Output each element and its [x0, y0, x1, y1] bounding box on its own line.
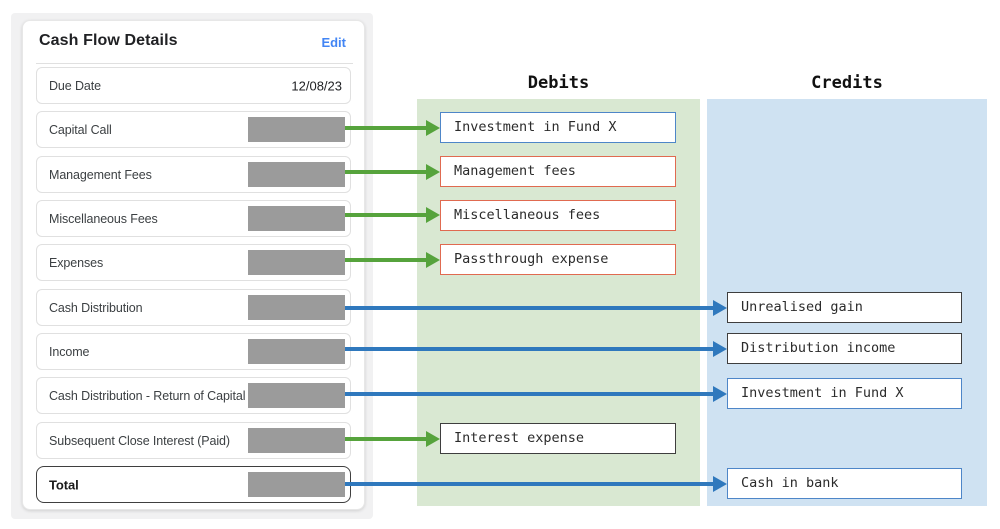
row-due-date: Due Date 12/08/23 — [36, 67, 351, 104]
header-divider — [36, 63, 353, 64]
row-miscellaneous-fees: Miscellaneous Fees — [36, 200, 351, 237]
credit-box-unrealised-gain: Unrealised gain — [727, 292, 962, 323]
redacted-value-block — [248, 383, 345, 408]
page-title: Cash Flow Details — [39, 32, 178, 49]
row-label: Total — [49, 477, 79, 492]
row-label: Cash Distribution — [49, 300, 143, 315]
redacted-value-block — [248, 472, 345, 497]
redacted-value-block — [248, 250, 345, 275]
arrow-income-to-distribution-income — [345, 341, 727, 357]
arrow-cash-distribution-to-unrealised-gain — [345, 300, 727, 316]
debit-box-management-fees: Management fees — [440, 156, 676, 187]
debit-box-investment-in-fund-x: Investment in Fund X — [440, 112, 676, 143]
redacted-value-block — [248, 339, 345, 364]
arrow-total-to-cash-in-bank — [345, 476, 727, 492]
redacted-value-block — [248, 295, 345, 320]
arrow-management-fees-to-management-fees — [345, 164, 440, 180]
credits-column-header: Credits — [811, 73, 883, 93]
arrow-expenses-to-passthrough-expense — [345, 252, 440, 268]
row-label: Due Date — [49, 78, 102, 93]
row-value: 12/08/23 — [291, 78, 342, 93]
row-management-fees: Management Fees — [36, 156, 351, 193]
row-expenses: Expenses — [36, 244, 351, 281]
row-cash-distribution: Cash Distribution — [36, 289, 351, 326]
row-label: Capital Call — [49, 122, 112, 137]
row-label: Income — [49, 344, 90, 359]
row-label: Management Fees — [49, 167, 152, 182]
debit-box-miscellaneous-fees: Miscellaneous fees — [440, 200, 676, 231]
cash-flow-details-card: Cash Flow Details Edit Due Date 12/08/23… — [22, 20, 365, 510]
credit-box-distribution-income: Distribution income — [727, 333, 962, 364]
row-label: Cash Distribution - Return of Capital — [49, 388, 246, 403]
row-income: Income — [36, 333, 351, 370]
row-capital-call: Capital Call — [36, 111, 351, 148]
arrow-subsequent-close-interest-to-interest-expense — [345, 431, 440, 447]
debits-column-header: Debits — [527, 73, 590, 93]
redacted-value-block — [248, 206, 345, 231]
credit-box-investment-in-fund-x: Investment in Fund X — [727, 378, 962, 409]
row-total: Total — [36, 466, 351, 503]
row-subsequent-close-interest-paid: Subsequent Close Interest (Paid) — [36, 422, 351, 459]
row-label: Expenses — [49, 255, 104, 270]
debit-box-passthrough-expense: Passthrough expense — [440, 244, 676, 275]
credit-box-cash-in-bank: Cash in bank — [727, 468, 962, 499]
arrow-return-of-capital-to-investment-in-fund-x — [345, 386, 727, 402]
arrow-miscellaneous-fees-to-miscellaneous-fees — [345, 207, 440, 223]
redacted-value-block — [248, 428, 345, 453]
edit-button[interactable]: Edit — [321, 35, 346, 50]
redacted-value-block — [248, 117, 345, 142]
arrow-capital-call-to-investment-in-fund-x — [345, 120, 440, 136]
row-label: Subsequent Close Interest (Paid) — [49, 433, 230, 448]
row-cash-distribution-return-of-capital: Cash Distribution - Return of Capital — [36, 377, 351, 414]
row-label: Miscellaneous Fees — [49, 211, 158, 226]
debit-box-interest-expense: Interest expense — [440, 423, 676, 454]
redacted-value-block — [248, 162, 345, 187]
